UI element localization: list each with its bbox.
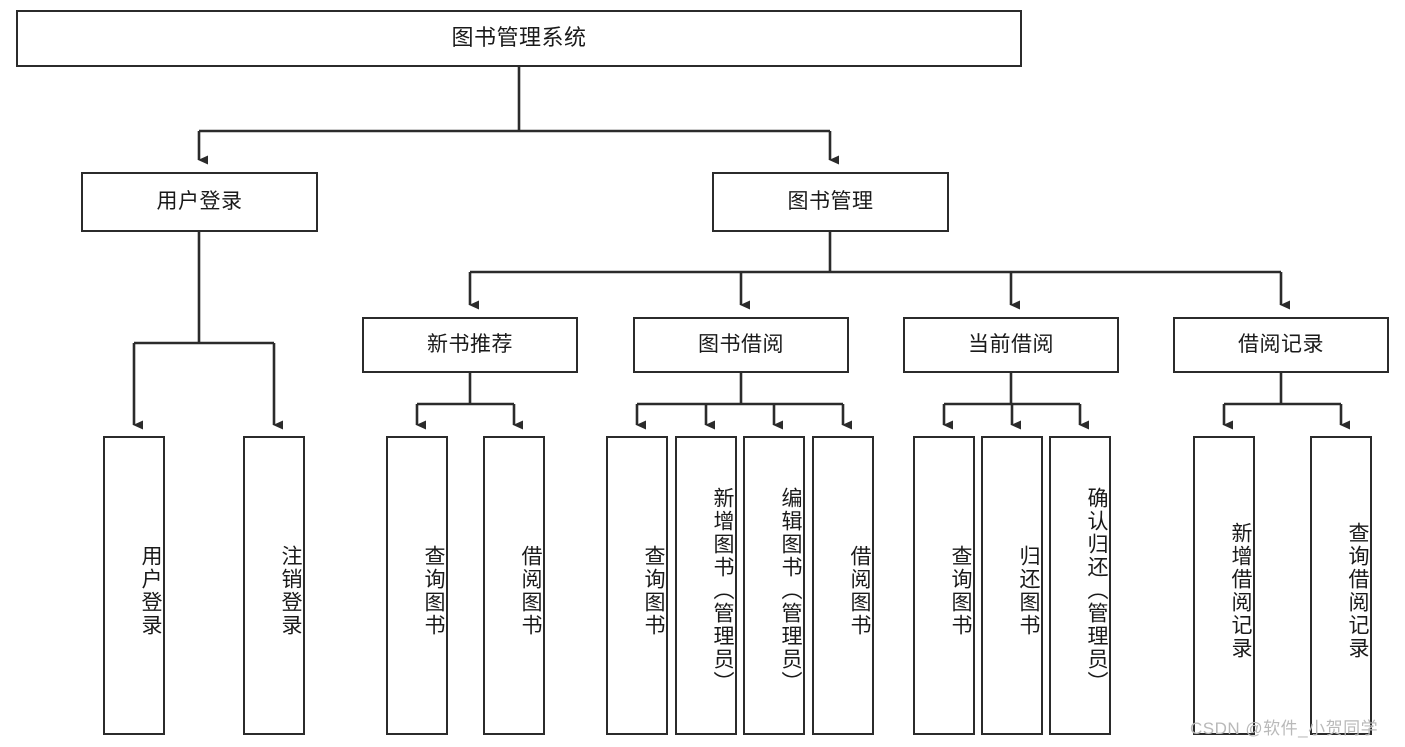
leaf-user-login-logout[interactable]: 注销登录	[243, 436, 305, 735]
node-current-borrow[interactable]: 当前借阅	[903, 317, 1119, 373]
leaf-book-borrow-borrow[interactable]: 借阅图书	[812, 436, 874, 735]
leaf-book-borrow-add[interactable]: 新增图书（管理员）	[675, 436, 737, 735]
leaf-new-book-query[interactable]: 查询图书	[386, 436, 448, 735]
leaf-current-borrow-return[interactable]: 归还图书	[981, 436, 1043, 735]
leaf-book-borrow-query[interactable]: 查询图书	[606, 436, 668, 735]
leaf-label: 查询图书	[422, 544, 445, 637]
leaf-label: 用户登录	[139, 544, 162, 637]
leaf-label: 编辑图书（管理员）	[779, 487, 802, 694]
leaf-label: 确认归还（管理员）	[1085, 487, 1108, 694]
csdn-watermark: CSDN @软件_小贺同学	[1190, 719, 1379, 738]
leaf-borrow-record-add[interactable]: 新增借阅记录	[1193, 436, 1255, 735]
node-new-book-recommend[interactable]: 新书推荐	[362, 317, 578, 373]
leaf-book-borrow-edit[interactable]: 编辑图书（管理员）	[743, 436, 805, 735]
leaf-label: 查询图书	[949, 544, 972, 637]
leaf-current-borrow-query[interactable]: 查询图书	[913, 436, 975, 735]
node-user-login[interactable]: 用户登录	[81, 172, 318, 232]
leaf-new-book-borrow[interactable]: 借阅图书	[483, 436, 545, 735]
leaf-borrow-record-query[interactable]: 查询借阅记录	[1310, 436, 1372, 735]
leaf-label: 注销登录	[279, 544, 302, 637]
node-book-borrow[interactable]: 图书借阅	[633, 317, 849, 373]
leaf-label: 查询图书	[642, 544, 665, 637]
leaf-label: 借阅图书	[519, 544, 542, 637]
leaf-current-borrow-confirm[interactable]: 确认归还（管理员）	[1049, 436, 1111, 735]
node-root-system[interactable]: 图书管理系统	[16, 10, 1022, 67]
leaf-user-login-login[interactable]: 用户登录	[103, 436, 165, 735]
leaf-label: 查询借阅记录	[1346, 521, 1369, 660]
node-borrow-record[interactable]: 借阅记录	[1173, 317, 1389, 373]
leaf-label: 新增借阅记录	[1229, 521, 1252, 660]
leaf-label: 借阅图书	[848, 544, 871, 637]
leaf-label: 归还图书	[1017, 544, 1040, 637]
node-book-manage[interactable]: 图书管理	[712, 172, 949, 232]
leaf-label: 新增图书（管理员）	[711, 487, 734, 694]
